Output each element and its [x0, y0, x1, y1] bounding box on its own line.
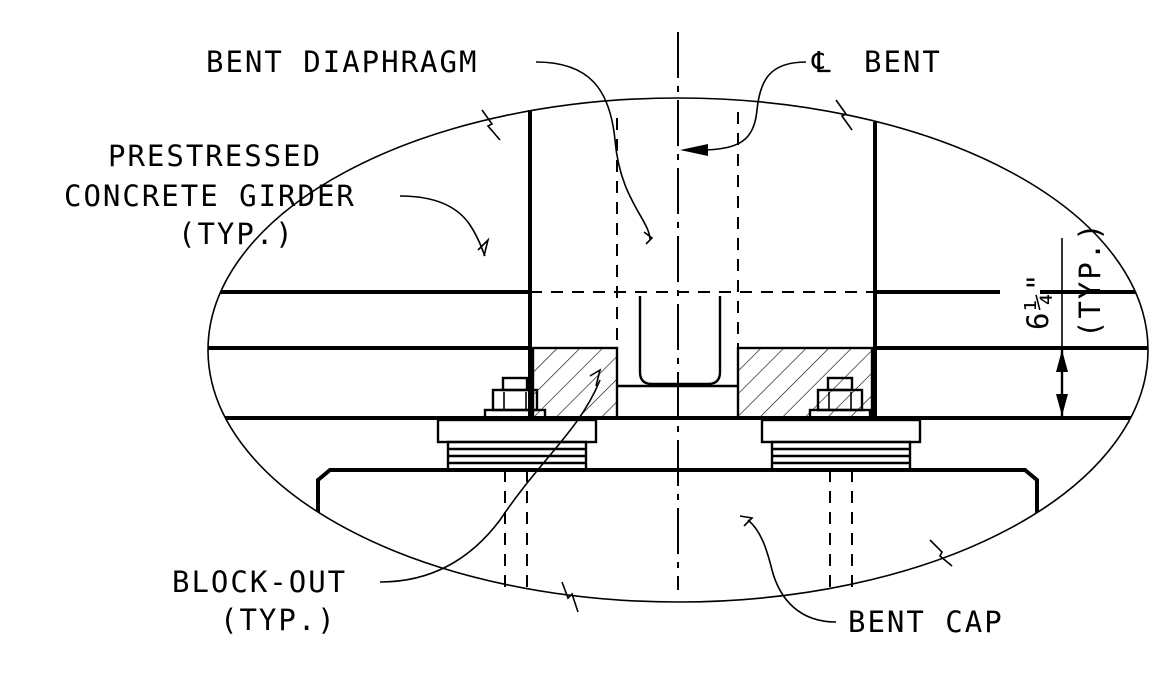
label-blockout-line1: BLOCK-OUT [172, 565, 347, 599]
anchor-bolt-left [483, 376, 547, 420]
label-blockout-line2: (TYP.) [220, 603, 337, 637]
anchor-bolt-right [808, 376, 872, 420]
label-girder-line1: PRESTRESSED [108, 139, 322, 173]
blockout-left [531, 346, 619, 420]
bearing-pad-right [760, 418, 922, 472]
blockout-right [736, 346, 874, 420]
bearing-pad-left [436, 418, 598, 472]
label-girder-line3: (TYP.) [178, 217, 295, 251]
label-girder-line2: CONCRETE GIRDER [64, 179, 356, 213]
label-dimension: 6¼" [1021, 272, 1055, 330]
label-cl-symbol: ℄ [811, 45, 833, 79]
label-dimension-note: (TYP.) [1073, 221, 1107, 338]
label-bent-diaphragm: BENT DIAPHRAGM [206, 45, 478, 79]
label-cl-bent: BENT [864, 45, 942, 79]
label-bent-cap: BENT CAP [848, 605, 1004, 639]
